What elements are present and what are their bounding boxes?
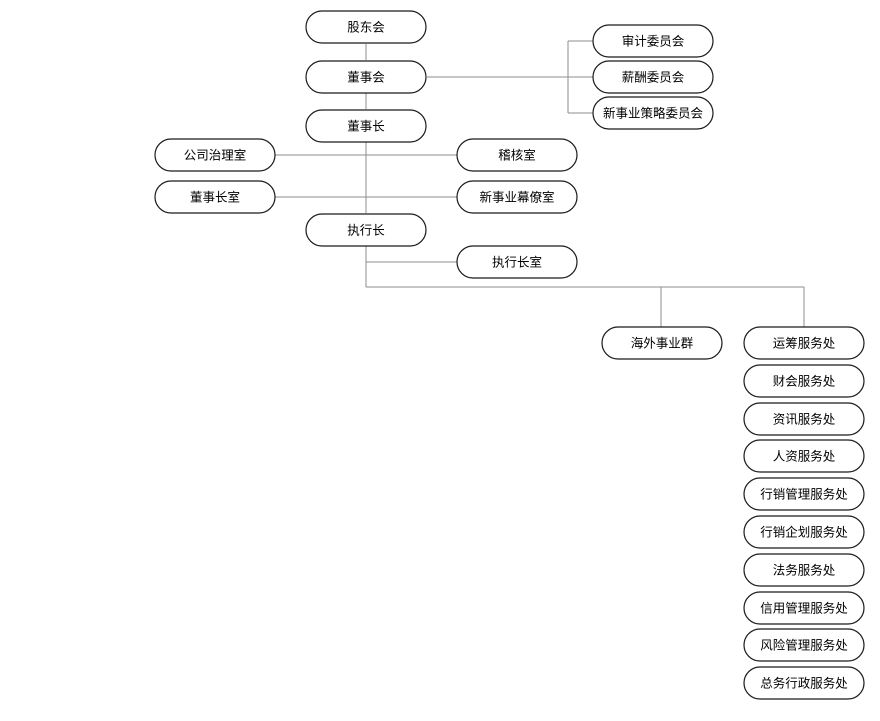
node-label: 公司治理室 <box>184 148 247 163</box>
node-label: 执行长室 <box>492 255 542 270</box>
node-label: 信用管理服务处 <box>760 601 848 616</box>
node-overseas-group: 海外事业群 <box>601 326 723 360</box>
node-service-unit: 行销管理服务处 <box>743 477 865 511</box>
node-label: 风险管理服务处 <box>760 638 848 653</box>
node-chairman-office: 董事长室 <box>154 180 276 214</box>
node-label: 董事长室 <box>190 190 240 205</box>
node-label: 财会服务处 <box>773 374 836 389</box>
node-ceo: 执行长 <box>305 213 427 247</box>
node-label: 运筹服务处 <box>773 336 836 351</box>
node-new-business-staff-office: 新事业幕僚室 <box>456 180 578 214</box>
node-label: 行销管理服务处 <box>760 487 848 502</box>
node-label: 新事业幕僚室 <box>479 190 554 205</box>
node-audit-office: 稽核室 <box>456 138 578 172</box>
node-service-unit: 运筹服务处 <box>743 326 865 360</box>
node-label: 股东会 <box>347 20 385 35</box>
node-audit-committee: 审计委员会 <box>592 24 714 58</box>
node-compensation-committee: 薪酬委员会 <box>592 60 714 94</box>
connector-lines <box>275 40 805 327</box>
node-service-unit: 财会服务处 <box>743 364 865 398</box>
node-label: 稽核室 <box>498 148 536 163</box>
node-service-unit: 信用管理服务处 <box>743 591 865 625</box>
node-shareholders: 股东会 <box>305 10 427 44</box>
node-governance-office: 公司治理室 <box>154 138 276 172</box>
node-label: 审计委员会 <box>622 34 685 49</box>
node-label: 董事会 <box>347 70 385 85</box>
node-label: 总务行政服务处 <box>760 676 848 691</box>
node-new-business-committee: 新事业策略委员会 <box>592 96 714 130</box>
node-label: 资讯服务处 <box>773 412 836 427</box>
node-label: 执行长 <box>347 223 385 238</box>
node-service-unit: 资讯服务处 <box>743 402 865 436</box>
node-chairman: 董事长 <box>305 109 427 143</box>
node-label: 新事业策略委员会 <box>603 106 704 121</box>
node-board: 董事会 <box>305 60 427 94</box>
node-service-unit: 行销企划服务处 <box>743 515 865 549</box>
node-ceo-office: 执行长室 <box>456 245 578 279</box>
node-service-unit: 总务行政服务处 <box>743 666 865 700</box>
node-label: 法务服务处 <box>773 563 836 578</box>
node-label: 人资服务处 <box>773 449 836 464</box>
node-label: 行销企划服务处 <box>760 525 848 540</box>
node-service-unit: 风险管理服务处 <box>743 628 865 662</box>
node-service-unit: 人资服务处 <box>743 439 865 473</box>
node-label: 海外事业群 <box>631 336 694 351</box>
node-service-unit: 法务服务处 <box>743 553 865 587</box>
node-label: 董事长 <box>347 119 385 134</box>
node-label: 薪酬委员会 <box>622 70 685 85</box>
